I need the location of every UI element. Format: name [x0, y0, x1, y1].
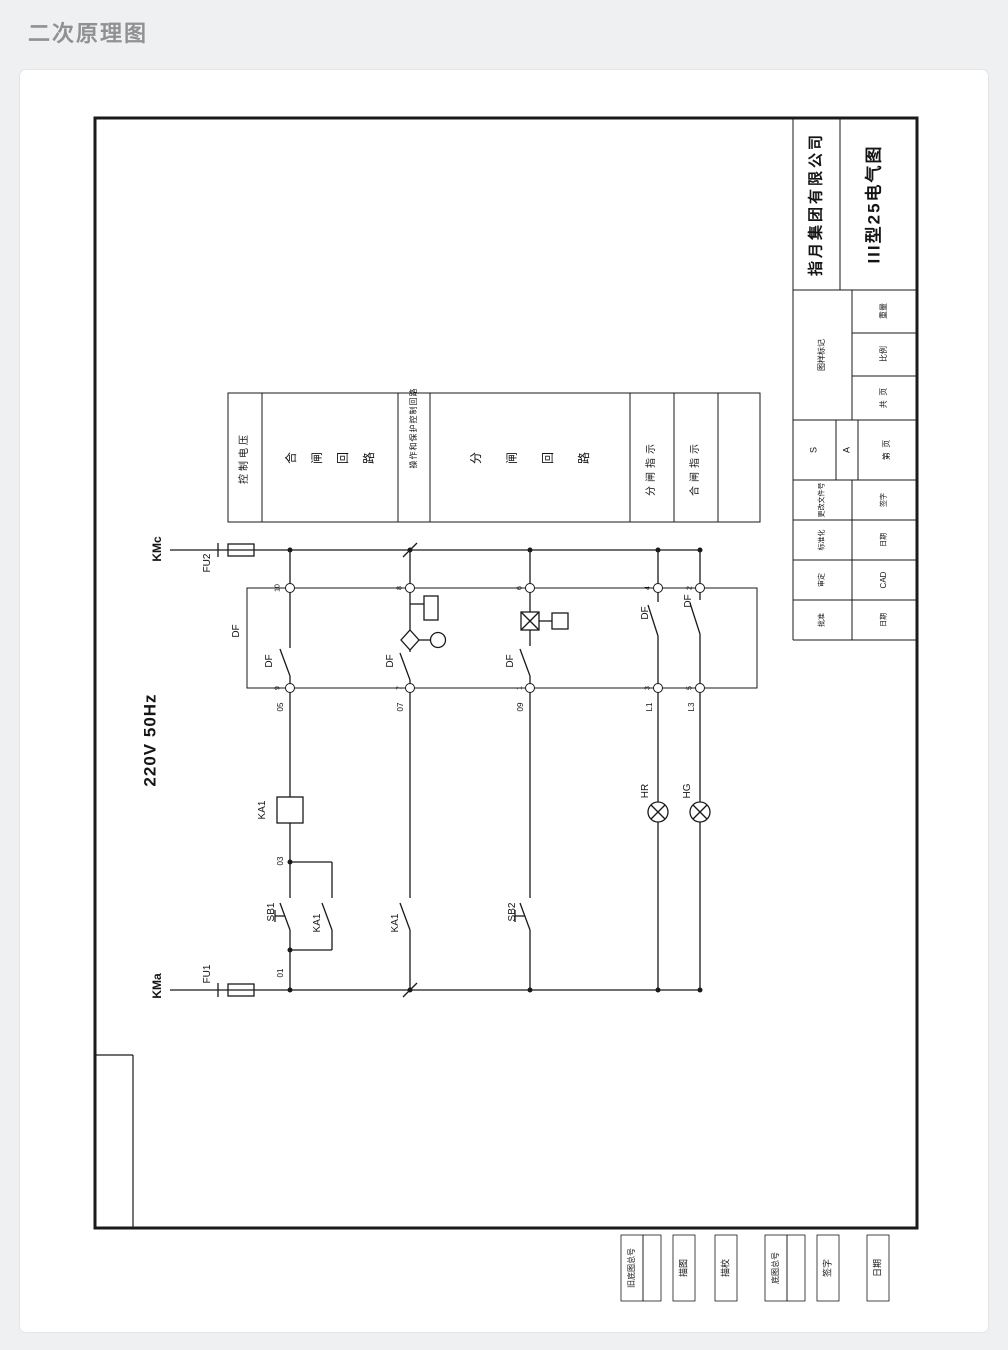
- label-ka1-contact-b2: KA1: [390, 913, 401, 933]
- drawing-sheet: [20, 70, 988, 1332]
- terminal-bottom-5: 5: [686, 686, 694, 690]
- table-op-header: 操作和保护控制回路: [409, 387, 418, 469]
- label-sb1: SB1: [266, 902, 277, 922]
- fuse-fu1: [227, 983, 255, 997]
- wire-05: 05: [276, 702, 285, 712]
- label-fu1: FU1: [202, 964, 213, 984]
- tb-approve: 批准: [818, 613, 826, 627]
- label-fu2: FU2: [202, 553, 213, 573]
- terminal-bottom-3: 1: [516, 686, 524, 690]
- junction-dots: [287, 547, 703, 993]
- company-name: 指月集团有限公司: [807, 131, 825, 277]
- label-supply-voltage: 220V 50Hz: [140, 693, 160, 787]
- table-control-voltage: 控制电压: [239, 432, 250, 484]
- tb-page-no: 第 页: [882, 439, 891, 461]
- label-hg: HG: [682, 783, 693, 799]
- label-kmc: KMc: [150, 536, 164, 562]
- wire-l1: L1: [645, 702, 654, 712]
- terminal-top-3: 6: [516, 586, 524, 590]
- label-kma: KMa: [150, 973, 164, 999]
- wire-03: 03: [276, 856, 285, 866]
- margin-trace-check: 描校: [720, 1258, 731, 1278]
- wire-09: 09: [516, 702, 525, 712]
- terminal-bottom-2: 7: [396, 686, 404, 690]
- tb-mark-a: A: [841, 446, 852, 454]
- fuse-fu2: [227, 543, 255, 557]
- wire-07: 07: [396, 702, 405, 712]
- page-title: 二次原理图: [28, 21, 149, 46]
- margin-sign: 签字: [822, 1258, 833, 1278]
- label-df-contact-5: DF: [683, 594, 694, 608]
- tb-total-pages: 共 页: [879, 387, 888, 409]
- label-df-contact-1: DF: [264, 654, 275, 668]
- label-sb2: SB2: [507, 902, 518, 922]
- label-hr: HR: [640, 783, 651, 799]
- tb-mark-s: S: [808, 446, 819, 454]
- label-ka1-hold-contact: KA1: [312, 913, 323, 933]
- label-df-contact-3: DF: [505, 654, 516, 668]
- tb-change-doc: 更改文件号: [818, 482, 826, 518]
- terminal-top-5: 2: [686, 586, 694, 590]
- label-df-contact-2: DF: [385, 654, 396, 668]
- margin-date: 日期: [872, 1258, 883, 1278]
- function-table-grid: [227, 392, 761, 523]
- margin-trace: 描图: [678, 1258, 689, 1278]
- rectifier-symbol: [400, 629, 420, 651]
- branch-opening: [514, 550, 569, 990]
- table-opening-indicator: 分闸指示: [646, 440, 657, 496]
- label-df-contact-4: DF: [640, 606, 651, 620]
- tb-standardize: 标准化: [818, 529, 826, 551]
- terminal-top-1: 10: [274, 584, 282, 592]
- sheet-frame: [93, 116, 919, 1230]
- terminal-top-2: 8: [396, 586, 404, 590]
- branch-ka1-coil: [274, 550, 333, 990]
- table-closing-circuit: 合闸回路: [283, 451, 377, 465]
- tb-approve-check: 审定: [818, 573, 826, 587]
- tb-date: 日期: [880, 533, 888, 547]
- terminal-bottom-4: 3: [644, 686, 652, 690]
- title-block-grid: [792, 118, 916, 641]
- table-opening-circuit: 分闸回路: [468, 451, 592, 465]
- tb-scale: 比例: [879, 346, 888, 362]
- wire-01: 01: [276, 968, 285, 978]
- branch-lamp-hg: [689, 550, 711, 990]
- power-rails: [170, 543, 700, 997]
- tb-date-2: 日期: [880, 613, 888, 627]
- tb-weight: 重量: [879, 303, 888, 319]
- tb-cad: CAD: [879, 571, 888, 589]
- margin-cells: [620, 1234, 890, 1302]
- label-ka1-coil: KA1: [257, 800, 268, 820]
- terminal-top-4: 4: [644, 586, 652, 590]
- margin-old-base-no: 旧底图总号: [627, 1248, 636, 1288]
- branch-lamp-hr: [647, 550, 669, 990]
- tb-sign: 签字: [880, 493, 888, 507]
- terminal-bottom-1: 9: [274, 686, 282, 690]
- table-closing-indicator: 合闸指示: [690, 440, 701, 496]
- margin-base-no: 底图总号: [771, 1252, 780, 1284]
- df-device-box: [246, 583, 758, 693]
- drawing-title: III型25电气图: [864, 144, 884, 264]
- tb-mark-label: 图样标记: [817, 339, 826, 371]
- label-df-box: DF: [231, 624, 242, 638]
- ka1-coil-symbol: [276, 796, 304, 824]
- wire-l3: L3: [687, 702, 696, 712]
- branch-closing: [399, 542, 447, 998]
